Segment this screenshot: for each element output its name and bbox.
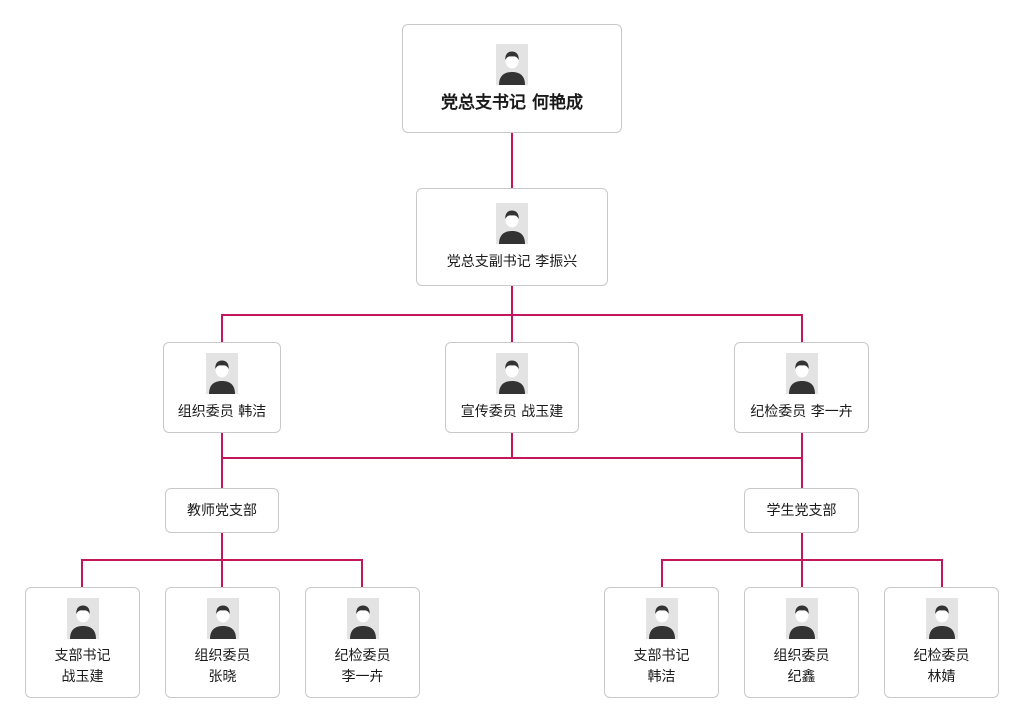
node-student-branch[interactable]: 学生党支部 [744,488,859,533]
member-role: 支部书记 [633,647,690,664]
connector-line [81,559,363,587]
node-organization-committee[interactable]: 组织委员 韩洁 [163,342,281,433]
person-avatar-icon [66,597,99,639]
person-avatar-icon [496,353,528,394]
member-role: 支部书记 [54,647,111,664]
node-label: 党总支书记 何艳成 [441,93,583,113]
node-discipline-committee[interactable]: 纪检委员 李一卉 [734,342,869,433]
person-avatar-icon [206,597,239,639]
member-name: 战玉建 [61,668,104,685]
person-avatar-icon [346,597,379,639]
node-teacher-branch-discipline[interactable]: 纪检委员 李一卉 [305,587,420,698]
node-label: 宣传委员 战玉建 [460,404,564,420]
person-avatar-icon [496,44,528,85]
member-name: 张晓 [208,668,237,685]
node-student-branch-discipline[interactable]: 纪检委员 林婧 [884,587,999,698]
member-role: 纪检委员 [334,647,391,664]
member-name: 李一卉 [341,668,384,685]
node-teacher-branch-organization[interactable]: 组织委员 张晓 [165,587,280,698]
node-deputy-secretary[interactable]: 党总支副书记 李振兴 [416,188,608,286]
member-role: 组织委员 [773,647,830,664]
node-teacher-branch-secretary[interactable]: 支部书记 战玉建 [25,587,140,698]
node-student-branch-organization[interactable]: 组织委员 纪鑫 [744,587,859,698]
person-avatar-icon [206,353,238,394]
node-label: 组织委员 韩洁 [177,404,267,420]
person-avatar-icon [925,597,958,639]
node-party-secretary[interactable]: 党总支书记 何艳成 [402,24,622,133]
connector-line [221,314,803,342]
person-avatar-icon [785,353,818,394]
node-label: 学生党支部 [766,502,837,519]
node-label: 教师党支部 [187,502,257,519]
node-teacher-branch[interactable]: 教师党支部 [165,488,279,533]
member-role: 组织委员 [194,647,251,664]
member-role: 纪检委员 [913,647,970,664]
node-label: 党总支副书记 李振兴 [446,253,578,270]
person-avatar-icon [785,597,818,639]
node-label: 纪检委员 李一卉 [750,404,853,420]
member-name: 林婧 [927,668,956,685]
member-name: 纪鑫 [787,668,816,685]
node-publicity-committee[interactable]: 宣传委员 战玉建 [445,342,579,433]
connector-line [661,559,943,587]
person-avatar-icon [496,202,528,244]
person-avatar-icon [645,597,678,639]
node-student-branch-secretary[interactable]: 支部书记 韩洁 [604,587,719,698]
member-name: 韩洁 [647,668,676,685]
